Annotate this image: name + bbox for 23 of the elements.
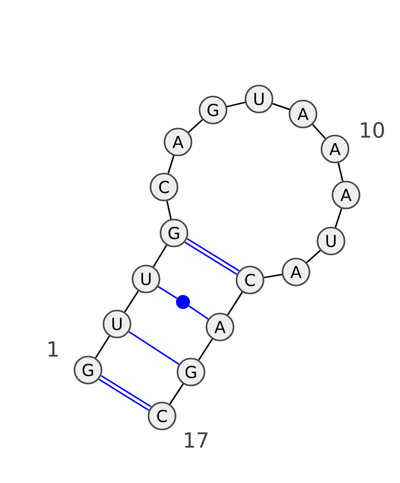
base-pair-line bbox=[128, 331, 180, 365]
backbone-line bbox=[272, 102, 290, 110]
backbone-line bbox=[95, 336, 110, 358]
backbone-line bbox=[166, 200, 172, 220]
backbone-line bbox=[306, 250, 321, 264]
backbone-line bbox=[338, 162, 344, 182]
backbone-line bbox=[312, 124, 326, 139]
backbone-line bbox=[169, 384, 184, 404]
backbone-line bbox=[168, 155, 174, 174]
backbone-line bbox=[198, 338, 213, 360]
backbone-line bbox=[227, 292, 243, 316]
position-number: 1 bbox=[48, 341, 58, 357]
base-pair-line bbox=[188, 305, 209, 320]
position-number: 17 bbox=[184, 432, 208, 448]
backbone-line bbox=[188, 119, 203, 133]
base-pair-line bbox=[158, 286, 178, 299]
pair-dot bbox=[176, 295, 190, 309]
position-number: 10 bbox=[360, 122, 384, 138]
backbone-line bbox=[334, 208, 342, 228]
backbone-line bbox=[264, 274, 282, 278]
backbone-line bbox=[124, 290, 139, 312]
backbone-line bbox=[152, 244, 168, 268]
backbone-line bbox=[226, 102, 246, 108]
